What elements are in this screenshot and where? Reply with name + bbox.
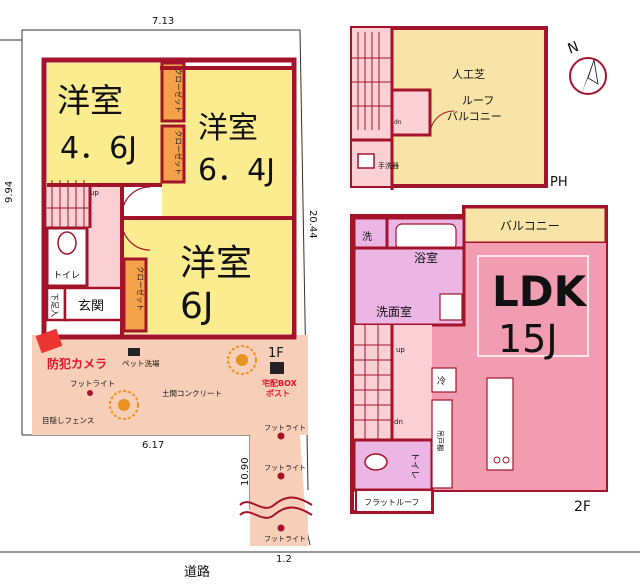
- fridge-icon: [431, 367, 457, 393]
- concrete-label: 土間コンクリート: [162, 388, 222, 398]
- door-arc: [121, 186, 151, 216]
- dim-right: 20.44: [307, 210, 318, 239]
- entrance-label: 玄関: [78, 299, 104, 314]
- toilet-2f-label: トイレ: [409, 452, 419, 479]
- kitchen-counter: [486, 377, 514, 471]
- balcony-label: バルコニー: [500, 219, 560, 233]
- dim-top: 7.13: [152, 16, 174, 27]
- turf-label: 人工芝: [452, 68, 485, 81]
- pet-wash-label: ペット洗場: [122, 358, 160, 368]
- stairs-up-label: up: [90, 189, 99, 197]
- washroom-label: 洗面室: [376, 304, 412, 319]
- road-label: 道路: [184, 564, 210, 580]
- fence-label: 目隠しフェンス: [42, 415, 94, 425]
- footlight-icon: [277, 524, 285, 532]
- delivery-label-1: 宅配BOX: [262, 378, 298, 388]
- exterior-yard: [32, 335, 308, 435]
- ph-dn-label: dn: [394, 119, 402, 126]
- delivery-box-icon: [270, 362, 284, 374]
- vanity-icon: [439, 293, 463, 321]
- footlight-label: フットライト: [264, 464, 306, 472]
- plan-ph: 人工芝 ルーフ バルコニー dn 手洗器 PH: [350, 26, 568, 190]
- dim-left: 9.94: [4, 181, 15, 203]
- room-a: [47, 63, 162, 185]
- compass-label: N: [566, 39, 581, 58]
- closet-label: クローゼット: [174, 130, 184, 175]
- bathtub-icon: [395, 223, 457, 251]
- plan-1f: 洋室 4．6J 洋室 6．4J 洋室 6J クローゼット クローゼット クローゼ…: [0, 16, 640, 580]
- room-c-name: 洋室: [180, 243, 252, 284]
- camera-label: 防犯カメラ: [47, 356, 107, 371]
- roof-balcony-label-2: バルコニー: [447, 110, 502, 123]
- plan-2f: 洗 浴室 バルコニー LDK 15J 洗面室 up dn 冷 吊戸棚 トイレ フ…: [350, 205, 608, 515]
- plant-icon: [109, 390, 139, 420]
- toilet-bowl-icon: [364, 453, 388, 471]
- security-camera-icon: [35, 328, 63, 354]
- wash-label: 洗: [362, 231, 372, 243]
- entrance: [63, 286, 124, 322]
- closet-1: [160, 61, 186, 123]
- room-a-size: 4．6J: [60, 131, 137, 166]
- roof-balcony-label-1: ルーフ: [462, 94, 494, 107]
- stairs-up-label: up: [396, 346, 405, 354]
- footlight-label: フットライト: [264, 424, 306, 432]
- footlight-icon: [277, 432, 285, 440]
- sink-label: 手洗器: [378, 161, 399, 170]
- stairs-dn-label: dn: [394, 418, 403, 426]
- fridge-label: 冷: [437, 375, 446, 387]
- toilet-bowl-icon: [57, 231, 77, 255]
- dim-bottom: 6.17: [142, 440, 164, 451]
- floor-ph-label: PH: [550, 175, 568, 190]
- flat-roof-label: フラットルーフ: [364, 498, 420, 507]
- closet-label: クローゼット: [136, 266, 146, 311]
- cabinet-label: 吊戸棚: [436, 430, 445, 451]
- room-b-name: 洋室: [198, 111, 258, 146]
- closet-label: クローゼット: [174, 68, 184, 113]
- dim-drive-width: 1.2: [276, 554, 292, 565]
- toilet-1f: [45, 226, 89, 288]
- closet-2: [160, 124, 186, 184]
- plant-icon: [227, 345, 257, 375]
- footlight-label: フットライト: [264, 535, 306, 543]
- dim-drive: 10.90: [240, 457, 251, 486]
- room-b-size: 6．4J: [198, 153, 275, 188]
- floor-2f-label: 2F: [574, 499, 591, 515]
- footlight-icon: [87, 390, 93, 396]
- room-c-size: 6J: [180, 286, 214, 327]
- break-line: [239, 496, 313, 509]
- floor-1f-label: 1F: [268, 346, 284, 361]
- room-c: [122, 220, 292, 334]
- delivery-label-2: ポスト: [266, 388, 290, 398]
- sink-icon: [357, 153, 375, 169]
- room-a-name: 洋室: [57, 81, 123, 120]
- balcony-2f: [462, 205, 608, 245]
- flat-roof: [355, 489, 433, 513]
- ldk: [432, 243, 606, 490]
- bath-label: 浴室: [414, 250, 438, 265]
- cabinet: [431, 399, 453, 489]
- compass: N: [566, 39, 607, 95]
- ldk-inner-frame: [477, 255, 589, 357]
- toilet-1f-label: トイレ: [53, 271, 80, 281]
- footlight-label: フットライト: [70, 379, 115, 388]
- ldk-size: 15J: [498, 317, 558, 361]
- shoe-box-label: 下足入: [50, 293, 59, 317]
- ldk-name: LDK: [492, 267, 588, 316]
- footlight-icon: [277, 472, 285, 480]
- pet-wash-icon: [128, 348, 140, 356]
